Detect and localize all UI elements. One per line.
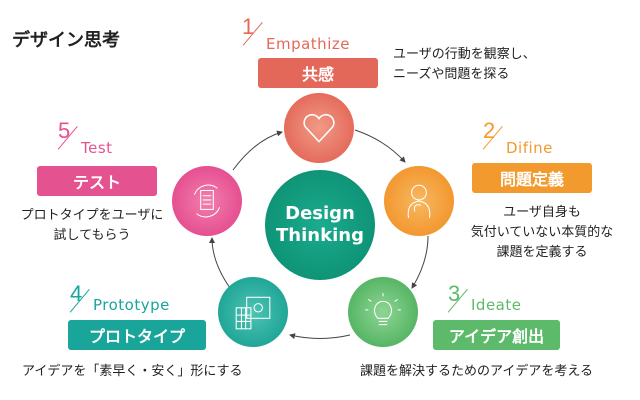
center-line1: Design [285, 203, 355, 224]
step5-english: Test [81, 139, 113, 157]
ideate-circle [348, 277, 418, 347]
heart-icon [303, 114, 335, 143]
page-title: デザイン思考 [12, 30, 120, 51]
step2-desc: ユーザ自身も気付いていない本質的な課題を定義する [470, 205, 614, 260]
step4-desc: アイデアを「素早く・安く」形にする [22, 364, 243, 379]
step4-label: プロトタイプ [68, 320, 206, 350]
step1-english: Empathize [266, 35, 350, 53]
step5-label: テスト [37, 166, 157, 196]
document-cycle-icon [193, 184, 221, 218]
design-thinking-center: Design Thinking [265, 170, 375, 280]
test-circle [172, 166, 242, 236]
step3-label: アイデア創出 [433, 320, 560, 350]
empathize-circle [284, 93, 354, 163]
step2-label: 問題定義 [472, 163, 592, 193]
step2-english: Difine [506, 139, 553, 157]
step5-desc: プロトタイプをユーザに試してもらう [20, 208, 164, 243]
step3-english: Ideate [471, 296, 522, 314]
define-circle [384, 166, 454, 236]
thinking-person-icon [407, 184, 431, 218]
step1-label: 共感 [258, 58, 378, 88]
lightbulb-icon [365, 293, 401, 326]
step1-desc: ユーザの行動を観察し、ニーズや問題を探る [393, 47, 536, 82]
step3-desc: 課題を解決するためのアイデアを考える [360, 364, 593, 379]
step4-english: Prototype [93, 296, 170, 314]
center-line2: Thinking [276, 225, 364, 246]
step1-number: 1 [242, 14, 255, 39]
calculator-safe-icon [235, 296, 271, 330]
prototype-circle [218, 277, 288, 347]
